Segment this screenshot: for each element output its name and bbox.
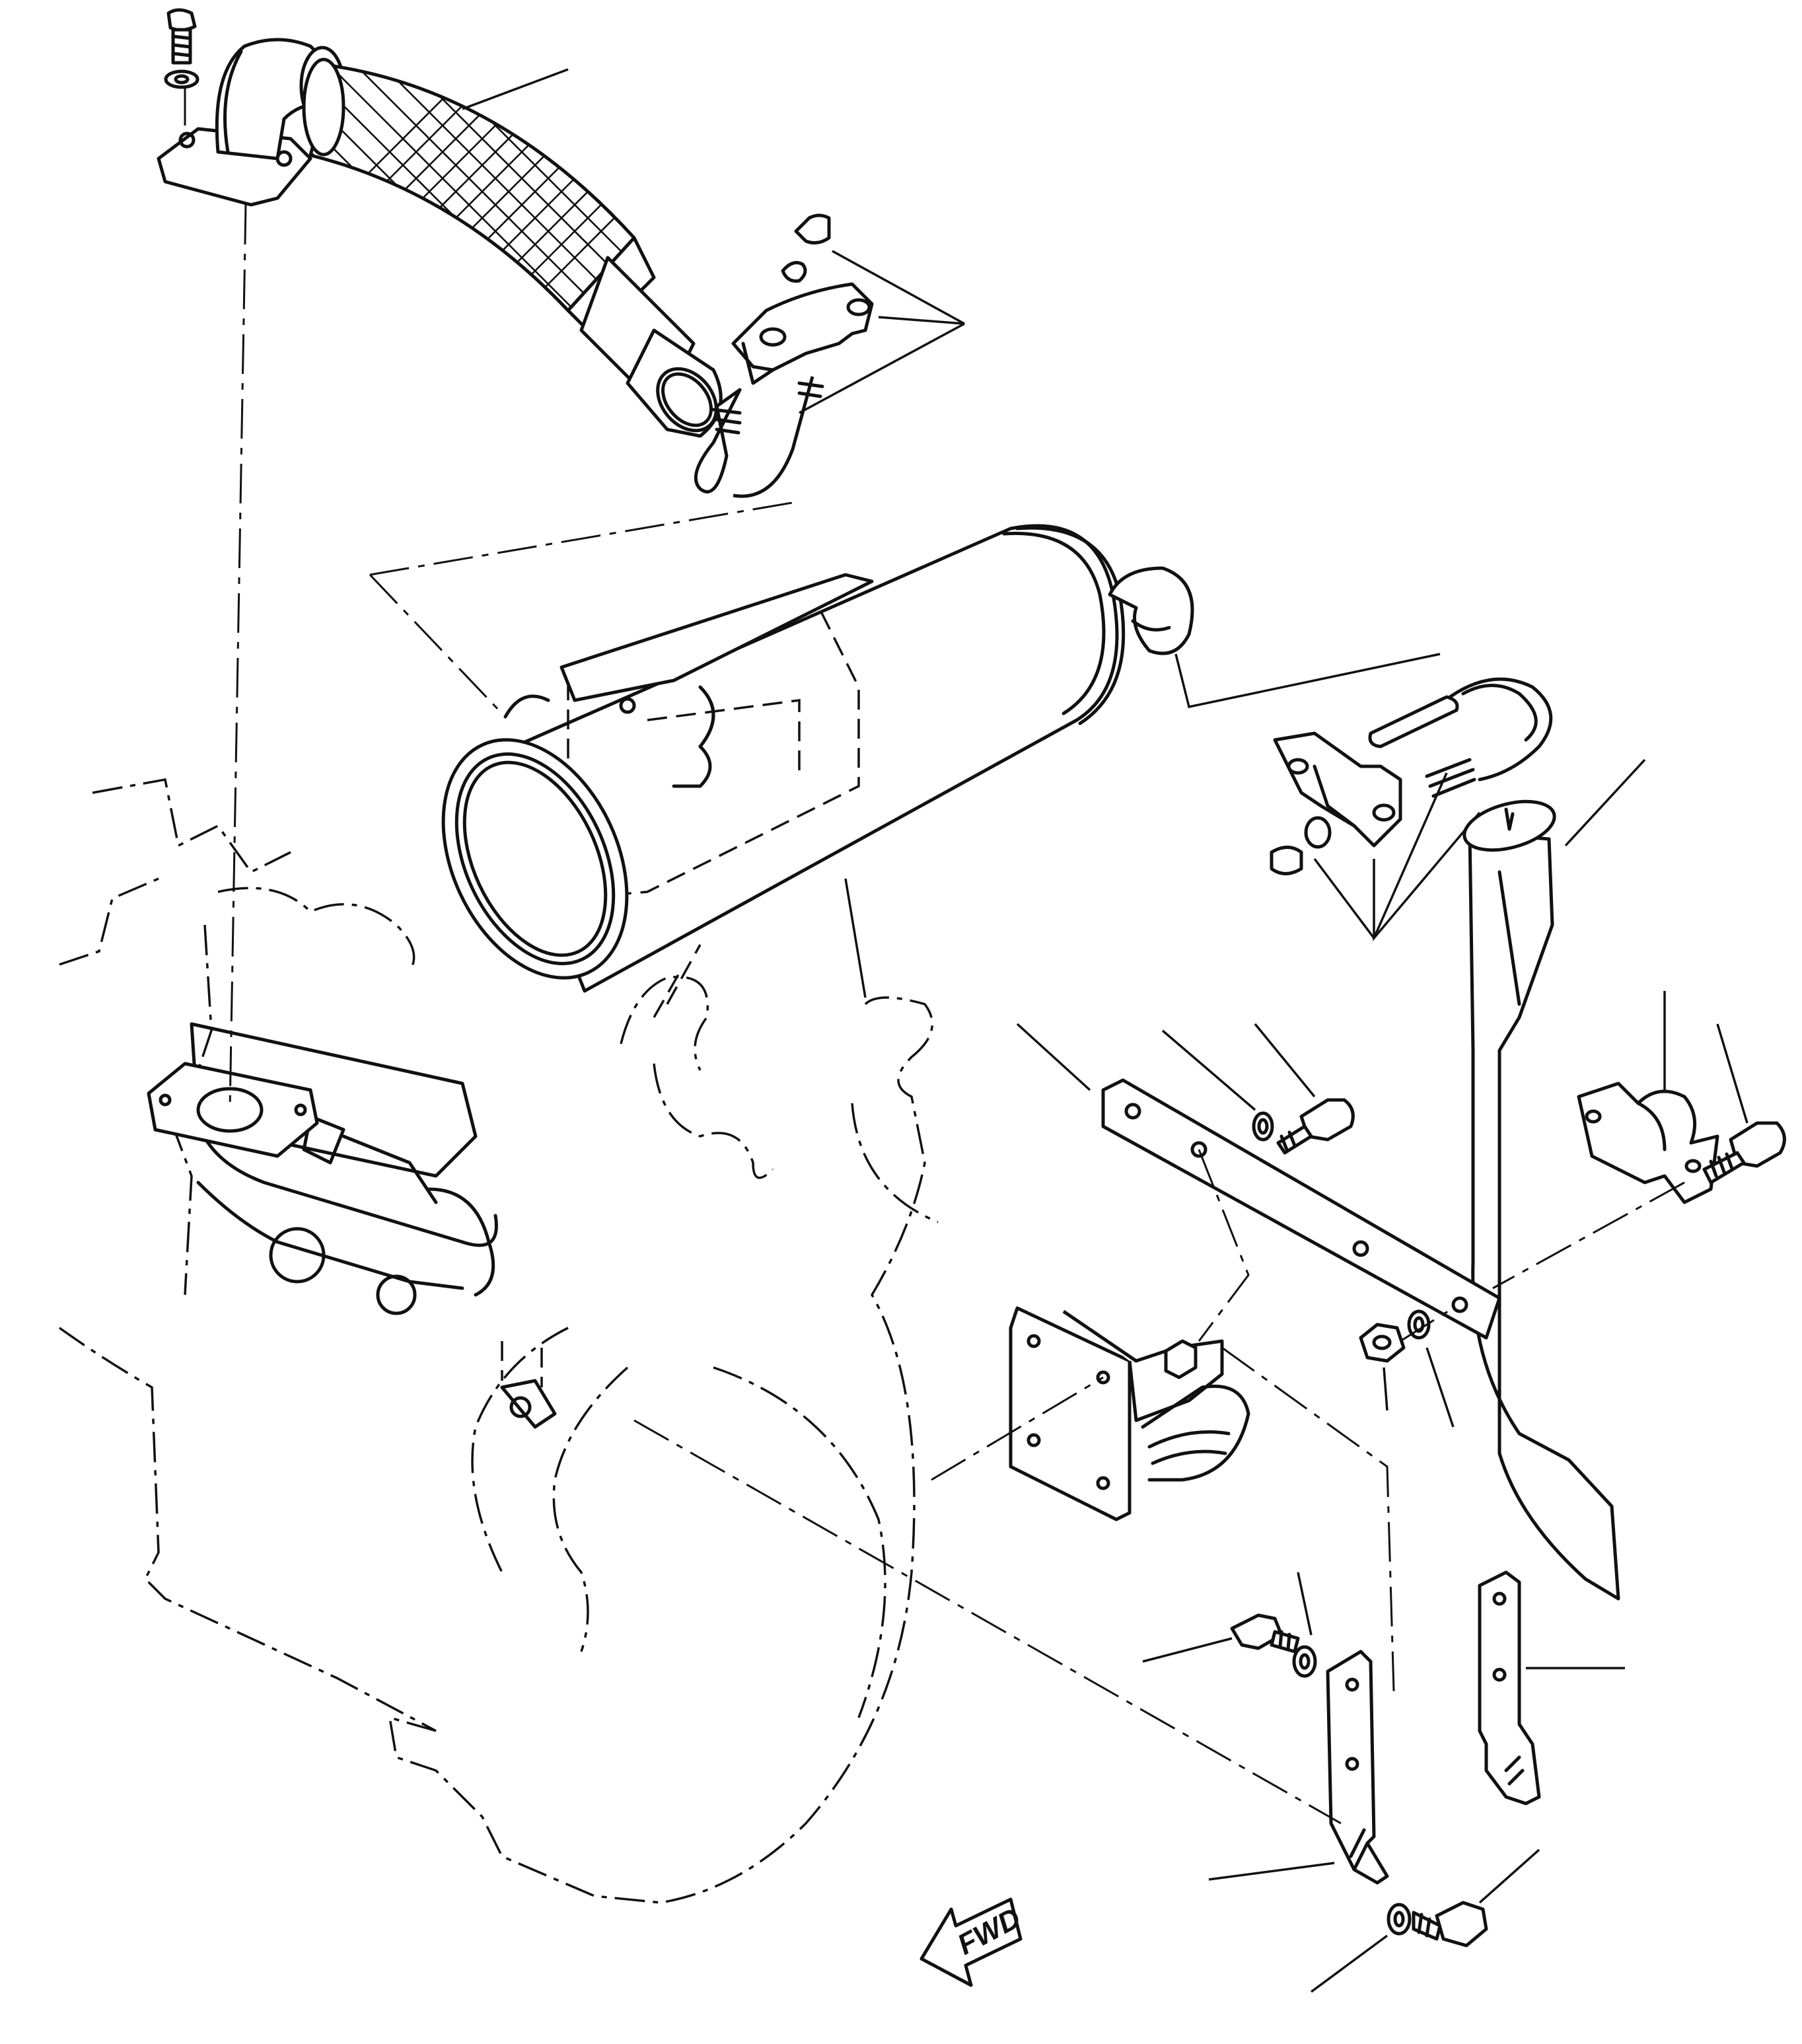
- pipe-clamp-upper: [694, 213, 965, 498]
- bracket-bolt: [1702, 1023, 1786, 1185]
- support-washer: [1161, 1029, 1274, 1142]
- stay-lower-washer: [1310, 1903, 1412, 1993]
- exhaust-manifold-flange: [147, 1062, 319, 1158]
- pipe-clamp-lower: [1174, 653, 1553, 941]
- support-bar: [1016, 1023, 1501, 1342]
- support-bolt: [1254, 1023, 1355, 1155]
- support-lockwasher: [1407, 1309, 1455, 1428]
- stay-lower-bolt: [1412, 1848, 1540, 1948]
- flexible-exhaust-hose: [302, 57, 723, 438]
- stay-upper-bolt: [1142, 1613, 1300, 1663]
- support-centerline: [1400, 1307, 1454, 1342]
- stay-rear: [1478, 1570, 1625, 1806]
- tail-pipe: [1462, 758, 1646, 1601]
- muffler-mounting-plate: [931, 1306, 1395, 1692]
- stay-upper-washer: [1292, 1572, 1317, 1678]
- muffler: [369, 501, 1194, 998]
- support-nut: [1359, 1323, 1406, 1411]
- fwd-direction-arrow: FWD: [919, 1897, 1026, 1987]
- elbow-flange-centerline: [229, 204, 247, 1111]
- stay-front: [633, 1419, 1389, 1885]
- pipe-bracket: [1492, 991, 1719, 1290]
- exhaust-elbow: [157, 38, 345, 207]
- engine-outline: [58, 778, 939, 1904]
- elbow-bolt: [164, 8, 199, 89]
